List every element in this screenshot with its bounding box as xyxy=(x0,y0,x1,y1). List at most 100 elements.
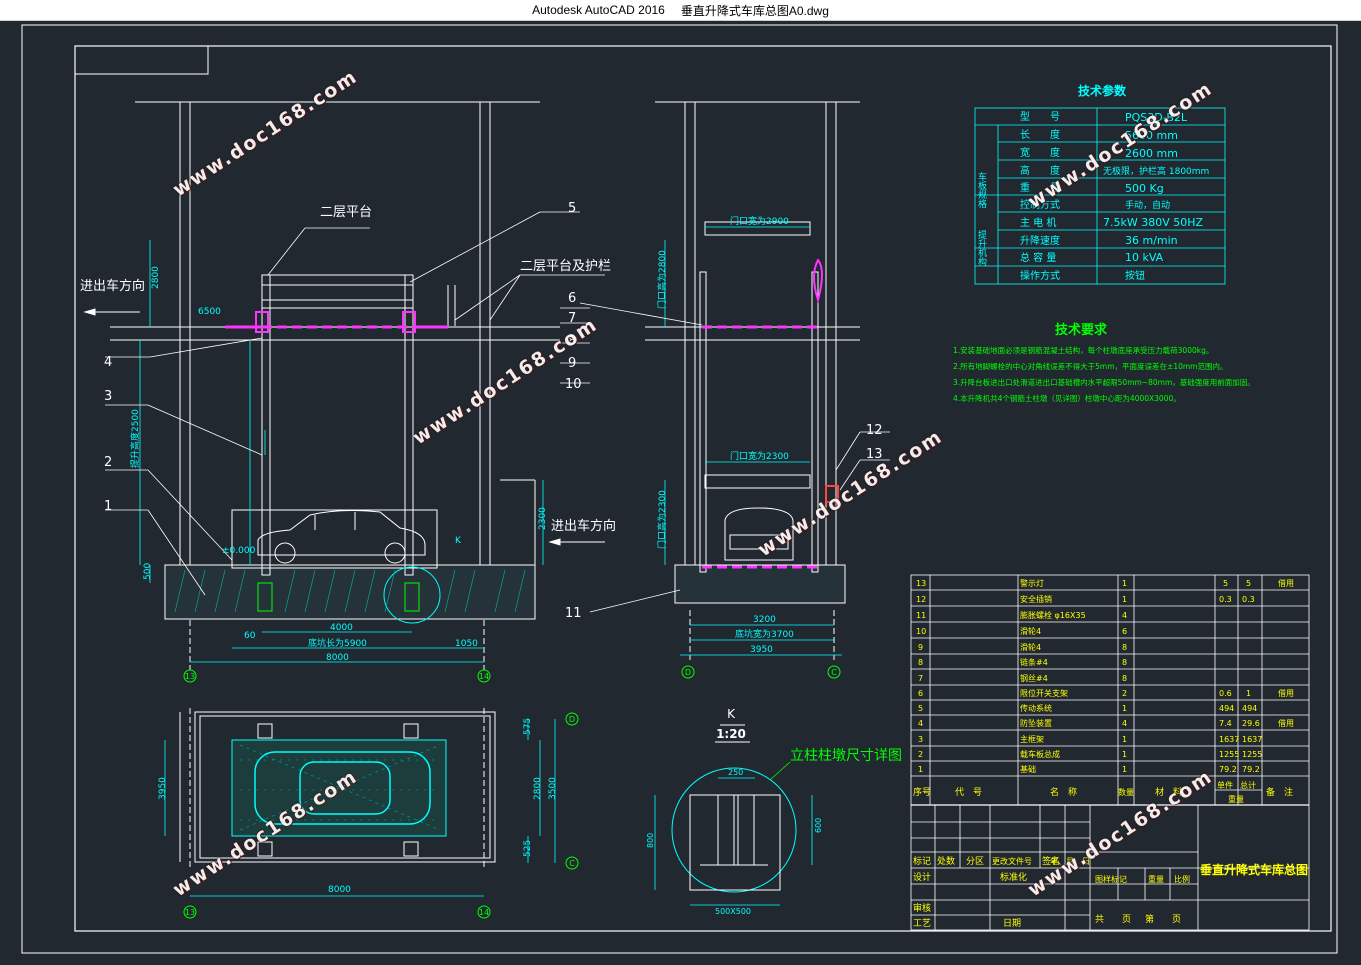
side-dim-3950: 3950 xyxy=(750,645,773,655)
detail-k-dim-side: 800 xyxy=(646,833,655,848)
bom-name-3: 主框架 xyxy=(1020,734,1044,744)
bom-name-2: 载车板总成 xyxy=(1020,749,1060,759)
detail-k-dim-top: 250 xyxy=(728,768,743,777)
plan-view xyxy=(179,708,496,870)
plan-platform-hatch xyxy=(231,739,447,837)
front-dim-6500: 6500 xyxy=(198,307,221,317)
detail-k-dim-bottom: 500X500 xyxy=(715,907,751,916)
bom-no-7: 7 xyxy=(918,674,923,683)
label-second-platform: 二层平台 xyxy=(320,205,372,220)
tb-change: 更改文件号 xyxy=(992,856,1032,866)
outer-frame xyxy=(21,24,1338,954)
drawing-svg[interactable]: 二层平台 二层平台及护栏 进出车方向 进出车方向 1 2 3 4 5 6 7 8… xyxy=(0,21,1361,965)
plan-dim-3950: 3950 xyxy=(158,777,168,800)
bom-w2-5: 494 xyxy=(1242,704,1257,713)
bom-name-9: 滑轮4 xyxy=(1020,642,1041,652)
bom-qty-11: 4 xyxy=(1122,611,1127,620)
bom-name-1: 基础 xyxy=(1020,764,1036,774)
tb-drawing-title: 垂直升降式车库总图 xyxy=(1200,862,1308,877)
param-name-7: 升降速度 xyxy=(1020,234,1060,247)
param-value-3: 无极限，护栏高 1800mm xyxy=(1103,165,1209,177)
side-axis-left: D xyxy=(685,668,691,677)
bom-no-13: 13 xyxy=(916,579,926,588)
front-dimensions xyxy=(139,240,544,663)
tb-sign: 签名 xyxy=(1042,855,1060,867)
bom-qty-9: 8 xyxy=(1122,643,1127,652)
callout-13: 13 xyxy=(866,447,883,462)
side-leaders xyxy=(579,302,890,613)
bom-no-9: 9 xyxy=(918,643,923,652)
param-value-9: 按钮 xyxy=(1125,269,1145,282)
label-entry-right: 进出车方向 xyxy=(551,518,616,534)
tech-req-1: 1.安装基础地面必须是钢筋混凝土结构，每个柱墩底座承受压力载荷3000kg。 xyxy=(953,345,1213,355)
param-value-5: 手动，自动 xyxy=(1125,199,1170,211)
front-dim-total: 8000 xyxy=(326,653,349,663)
bom-name-12: 安全插销 xyxy=(1020,594,1052,604)
plan-axis-bottom: C xyxy=(569,859,575,868)
tb-design: 设计 xyxy=(913,871,931,883)
param-name-2: 宽 度 xyxy=(1020,146,1060,159)
bom-w1-13: 5 xyxy=(1223,579,1228,588)
bom-w1-1: 79.2 xyxy=(1219,765,1237,774)
window-title-bar: Autodesk AutoCAD 2016 垂直升降式车库总图A0.dwg xyxy=(0,0,1361,21)
bom-no-1: 1 xyxy=(918,765,923,774)
bom-no-2: 2 xyxy=(918,750,923,759)
tech-req-3: 3.升降台板进出口处滑道进出口基础槽内水平超限50mm~80mm，基础强度用前面… xyxy=(953,377,1255,387)
front-dim-2300: 2300 xyxy=(538,507,548,530)
plan-dim-525: 525 xyxy=(523,840,533,857)
bom-no-12: 12 xyxy=(916,595,926,604)
detail-k-dim-right: 600 xyxy=(814,818,823,833)
bom-header-name: 名 称 xyxy=(1050,786,1077,798)
detail-k-title: K xyxy=(727,707,736,721)
param-value-6: 7.5kW 380V 50HZ xyxy=(1103,216,1204,229)
tb-standard: 标准化 xyxy=(1000,871,1027,883)
tb-zone: 分区 xyxy=(966,856,984,867)
bom-qty-6: 2 xyxy=(1122,689,1127,698)
callout-12: 12 xyxy=(866,423,883,438)
app-name: Autodesk AutoCAD 2016 xyxy=(532,3,665,17)
bom-w1-6: 0.6 xyxy=(1219,689,1232,698)
bom-qty-12: 1 xyxy=(1122,595,1127,604)
bom-name-11: 膨胀螺栓 φ16X35 xyxy=(1020,610,1086,620)
bom-header-material: 材 料 xyxy=(1155,786,1182,798)
front-dim-2800: 2800 xyxy=(151,266,161,289)
front-dim-1050: 1050 xyxy=(455,639,478,649)
detail-k-leader xyxy=(769,761,791,781)
plan-axis-left: 13 xyxy=(185,908,195,917)
bom-w2-12: 0.3 xyxy=(1242,595,1255,604)
tb-review: 审核 xyxy=(913,902,931,914)
detail-k-scale: 1:20 xyxy=(716,727,746,741)
param-name-8: 总 容 量 xyxy=(1020,251,1056,264)
tech-req-4: 4.本升降机共4个钢筋土柱墩（见详图）柱墩中心距为4000X3000。 xyxy=(953,393,1181,403)
param-value-7: 36 m/min xyxy=(1125,234,1178,247)
param-value-2: 2600 mm xyxy=(1125,147,1178,160)
side-dim-3200: 3200 xyxy=(753,615,776,625)
detail-k-dims xyxy=(654,777,813,906)
param-name-5: 控制方式 xyxy=(1020,198,1060,211)
axis-markers xyxy=(183,665,841,919)
bom-header-qty: 数量 xyxy=(1118,787,1134,797)
bom-w1-3: 1637 xyxy=(1219,735,1239,744)
side-dim-pit: 底坑宽为3700 xyxy=(735,628,794,640)
bom-w2-13: 5 xyxy=(1246,579,1251,588)
detail-k-caption: 立柱柱墩尺寸详图 xyxy=(790,748,902,764)
drawing-canvas[interactable]: 二层平台 二层平台及护栏 进出车方向 进出车方向 1 2 3 4 5 6 7 8… xyxy=(0,21,1361,965)
side-dim-door-bottom: 门口宽为2300 xyxy=(730,450,789,462)
tb-date: 年、月、日 xyxy=(1050,856,1090,866)
file-name: 垂直升降式车库总图A0.dwg xyxy=(680,3,829,18)
param-name-6: 主 电 机 xyxy=(1020,216,1056,229)
tb-sheet-total: 共 页 xyxy=(1095,914,1131,925)
bom-qty-7: 8 xyxy=(1122,674,1127,683)
param-value-0: PQS3D-B2L xyxy=(1125,111,1188,124)
corner-tag-box xyxy=(74,45,209,75)
front-dim-60: 60 xyxy=(244,631,256,641)
bom-table xyxy=(910,574,1310,931)
tb-sheet-no: 第 页 xyxy=(1145,913,1181,925)
tb-approve-date: 日期 xyxy=(1003,918,1021,929)
bom-name-13: 警示灯 xyxy=(1020,578,1044,588)
side-axis-right: C xyxy=(831,668,837,677)
bom-no-3: 3 xyxy=(918,735,923,744)
param-value-1: 5600 mm xyxy=(1125,129,1178,142)
bom-w2-1: 79.2 xyxy=(1242,765,1260,774)
plan-dim-2800: 2800 xyxy=(533,777,543,800)
